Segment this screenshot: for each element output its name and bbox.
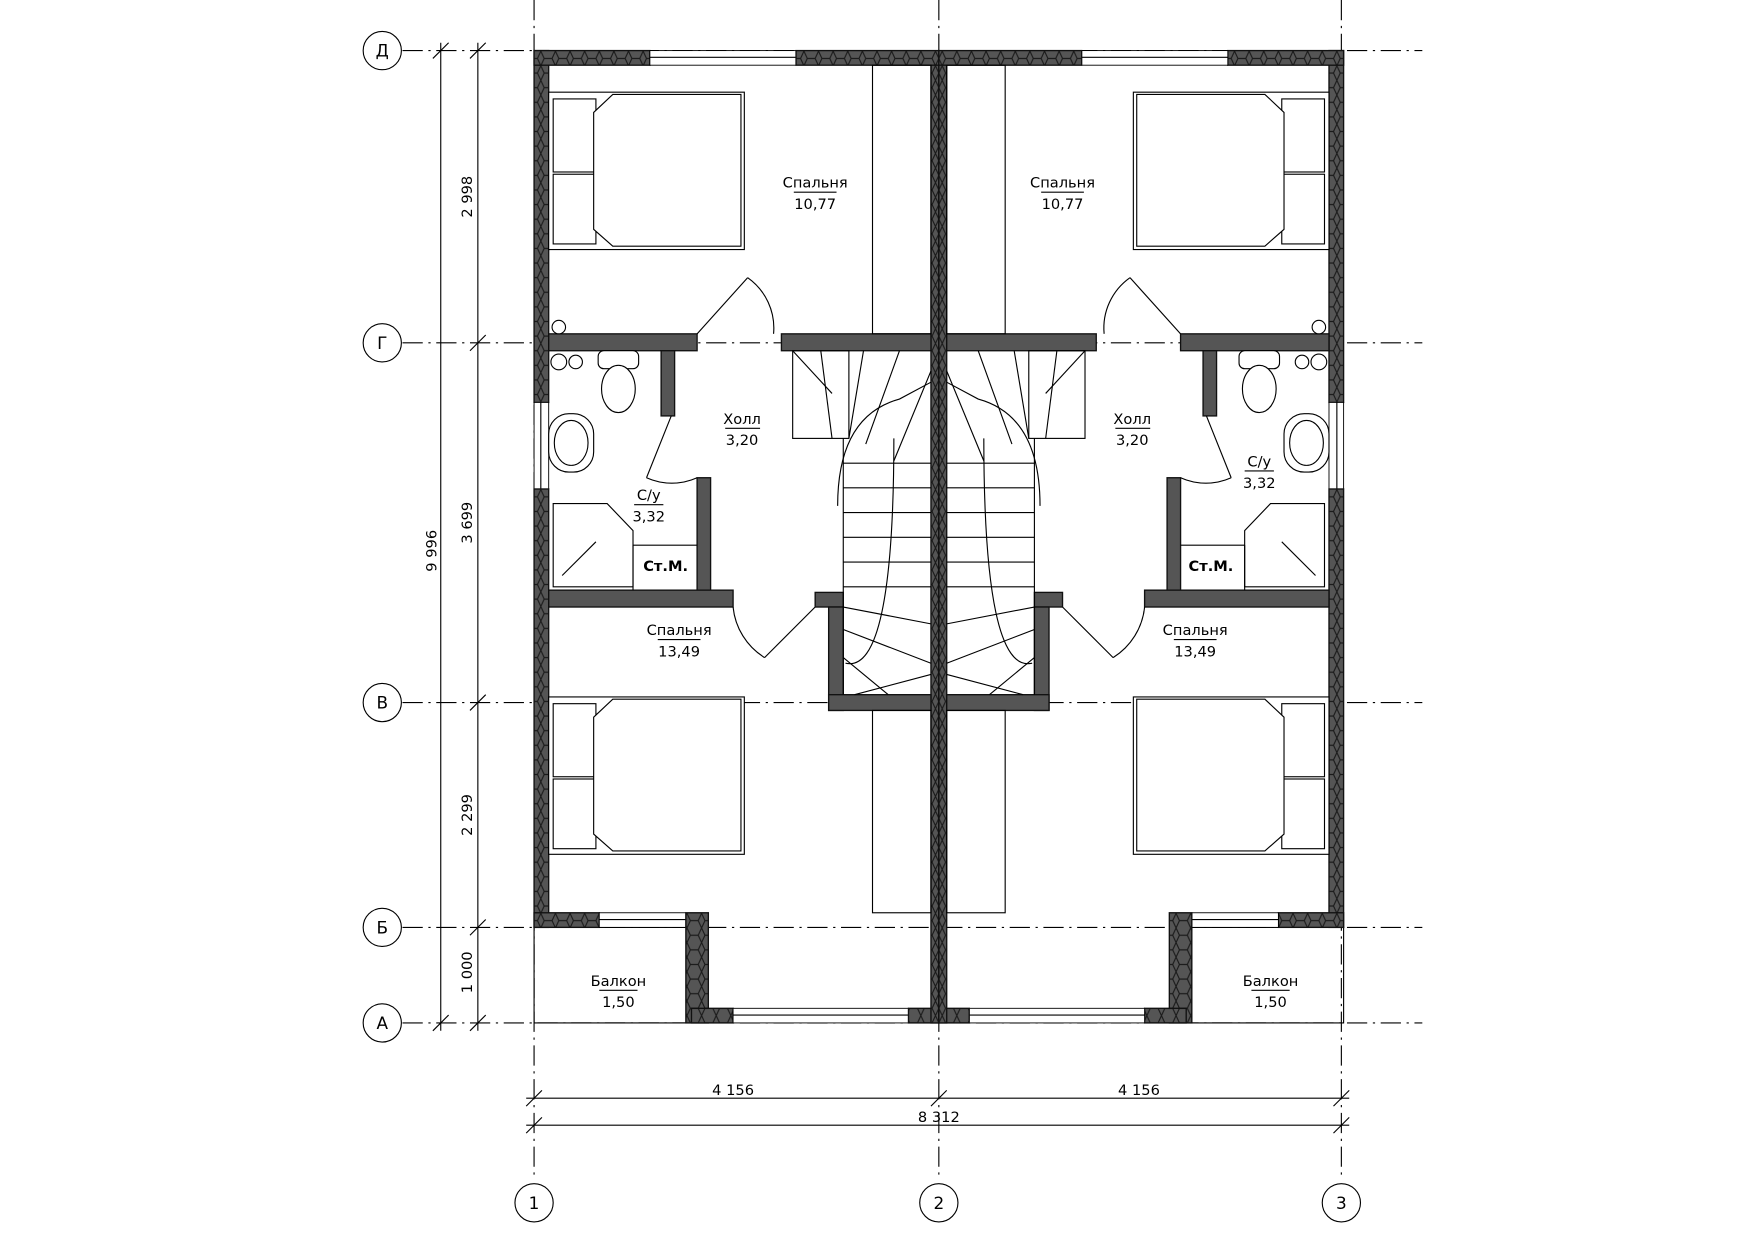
axis-marker-1: 1 [514,1183,554,1223]
svg-text:Спальня: Спальня [783,175,848,192]
stair-winder [893,370,932,462]
dim-segment: 3 699 [459,502,476,544]
wardrobe [871,709,932,914]
svg-text:3,32: 3,32 [1243,475,1276,492]
room-label-bathroom-right: С/у 3,32 [1243,454,1276,492]
washer-label-left: Ст.М. [643,558,688,575]
svg-text:Спальня: Спальня [1030,175,1095,192]
room-label-bedroom-top-right: Спальня 10,77 [1030,175,1095,213]
axis-marker-3: 3 [1321,1183,1362,1223]
axis-marker-Д: Д [362,30,402,71]
toilet-icon [597,350,640,414]
svg-text:Спальня: Спальня [647,622,712,639]
staircase [792,350,932,696]
axis-marker-Б: Б [362,907,402,948]
stair-winder [842,657,889,696]
svg-text:13,49: 13,49 [658,643,700,660]
washer-label-right: Ст.М. [1189,558,1234,575]
bed-icon [548,696,745,855]
outer-wall [533,49,550,404]
outer-wall [690,1007,734,1024]
apartment-unit-right [938,49,1345,1024]
outer-wall [533,912,600,929]
room-label-bathroom-left: С/у 3,32 [632,487,665,525]
svg-text:В: В [376,693,388,713]
svg-text:Холл: Холл [1113,411,1151,428]
room-label-balcony-right: Балкон 1,50 [1243,973,1299,1011]
shower-icon [552,503,698,591]
stair-winder [854,673,932,696]
svg-text:Балкон: Балкон [1243,973,1299,990]
svg-text:3,32: 3,32 [632,509,665,526]
stair-winder [792,350,833,394]
svg-text:3,20: 3,20 [726,432,759,449]
apartment-unit-left [533,49,940,1024]
svg-text:С/у: С/у [637,487,661,504]
window [649,50,797,66]
stair-winder [820,350,833,439]
outer-wall [795,49,940,66]
svg-text:А: А [377,1013,389,1033]
room-label-hall-left: Холл 3,20 [723,411,761,449]
vertical-dimensions: 9 996 2 998 3 699 2 299 1 000 [423,42,487,1032]
svg-text:1,50: 1,50 [1254,994,1287,1011]
svg-text:3,20: 3,20 [1116,432,1149,449]
svg-text:1: 1 [529,1193,540,1213]
room-label-bedroom-bottom-right: Спальня 13,49 [1163,622,1228,660]
dim-total-vertical: 9 996 [423,530,440,572]
horizontal-dimensions: 4 156 4 156 8 312 [525,1082,1350,1134]
svg-text:Д: Д [376,41,389,61]
dim-segment: 2 998 [459,176,476,218]
axis-marker-2: 2 [919,1183,959,1223]
dim-segment: 4 156 [712,1082,754,1099]
boiler-icon [550,319,583,371]
dim-total-horizontal: 8 312 [918,1109,960,1126]
axis-marker-В: В [362,682,402,723]
room-label-bedroom-top-left: Спальня 10,77 [783,175,848,213]
wardrobe [871,64,932,335]
outer-wall [533,49,651,66]
bed-icon [548,91,745,251]
party-wall [930,64,940,1024]
svg-text:3: 3 [1336,1193,1347,1213]
svg-text:10,77: 10,77 [1042,196,1084,213]
svg-text:1,50: 1,50 [602,994,635,1011]
svg-text:Г: Г [377,333,387,353]
axis-marker-Г: Г [362,323,402,363]
room-label-hall-right: Холл 3,20 [1113,411,1151,449]
stair-winder [843,628,932,664]
dim-segment: 1 000 [459,951,476,993]
outer-wall [533,488,550,929]
svg-text:Б: Б [376,917,388,937]
axis-marker-А: А [362,1003,402,1043]
sink-icon [548,413,595,473]
dim-segment: 2 299 [459,794,476,836]
room-label-bedroom-bottom-left: Спальня 13,49 [647,622,712,660]
stair-winder [843,606,932,625]
room-label-balcony-left: Балкон 1,50 [591,973,647,1011]
svg-text:Балкон: Балкон [591,973,647,990]
svg-text:10,77: 10,77 [794,196,836,213]
outer-wall [685,912,710,1024]
stair-winder [848,350,865,439]
svg-text:Холл: Холл [723,411,761,428]
svg-text:Спальня: Спальня [1163,622,1228,639]
svg-text:2: 2 [933,1193,944,1213]
stair-winder [865,350,901,445]
svg-text:13,49: 13,49 [1174,643,1216,660]
door-swing [645,277,816,659]
svg-text:С/у: С/у [1247,454,1271,471]
dim-segment: 4 156 [1118,1082,1160,1099]
